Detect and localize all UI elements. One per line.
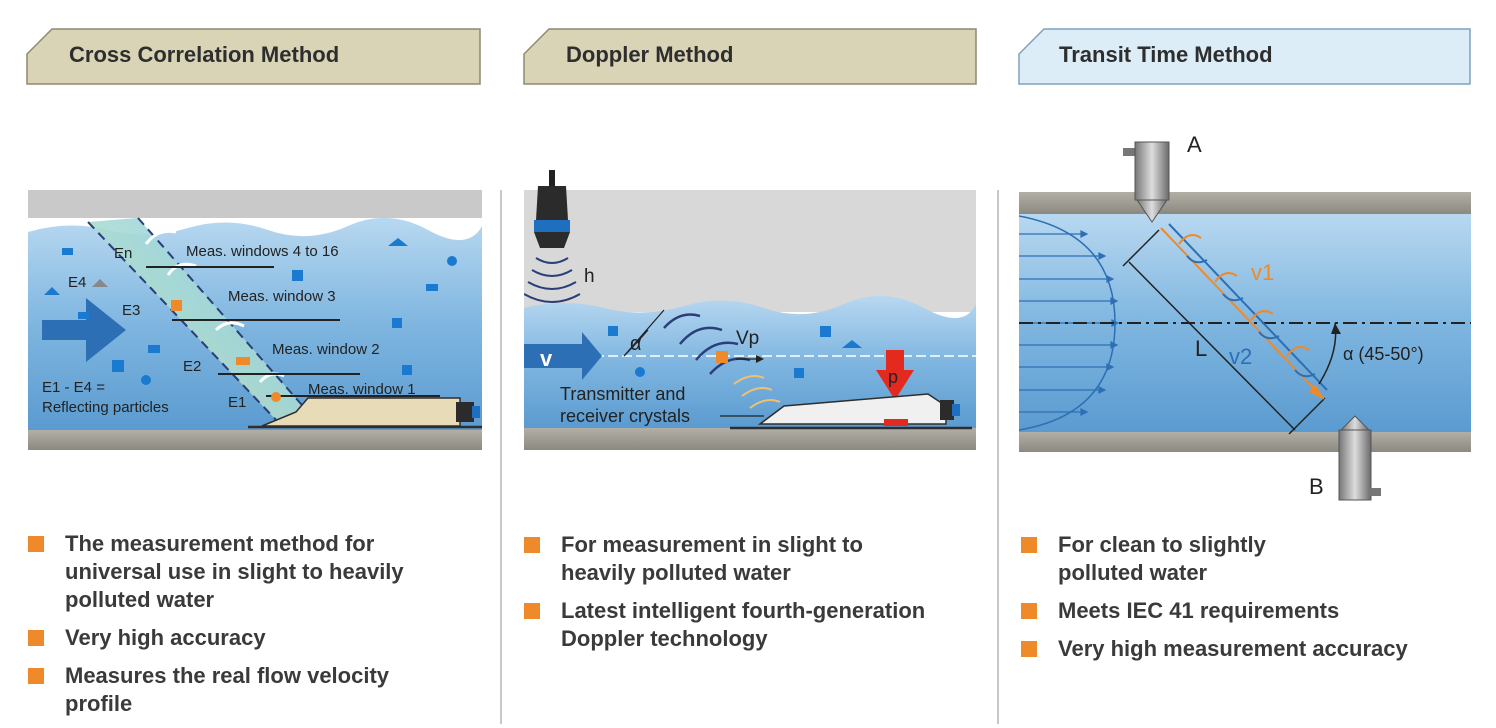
transit-time-column: Transit Time Method [999,0,1496,724]
bullet-square-icon [1021,641,1037,657]
label-e4: E4 [68,274,86,291]
label-a: A [1187,132,1202,157]
doppler-diagram: h v α Vp [523,160,976,461]
crystals-label-line-1: Transmitter and [560,384,685,404]
bullet-square-icon [1021,537,1037,553]
bullet-square-icon [28,668,44,684]
bullet-item: Meets IEC 41 requirements [1021,597,1486,625]
doppler-column: Doppler Method h v α [502,0,997,724]
label-b: B [1309,474,1324,499]
bullet-square-icon [28,630,44,646]
transit-time-diagram: A B L [1018,124,1471,513]
bullet-square-icon [1021,603,1037,619]
method-tab: Doppler Method [523,28,977,85]
label-angle: α (45-50°) [1343,344,1424,364]
legend-line-1: E1 - E4 = [42,379,105,396]
method-title: Doppler Method [566,42,734,67]
crystals-label-line-2: receiver crystals [560,406,690,426]
label-alpha: α [630,333,642,355]
bullet-square-icon [28,536,44,552]
label-window-3: Meas. window 3 [228,288,336,305]
cross-correlation-diagram: En E4 E3 E2 E1 Meas. windows 4 to 16 Mea… [28,120,482,460]
method-title: Cross Correlation Method [69,42,340,67]
label-vp: Vp [736,328,759,349]
cross-correlation-column: Cross Correlation Method [0,0,500,724]
column-separator [997,190,999,724]
method-tab: Cross Correlation Method [26,28,481,85]
bullet-item: Very high accuracy [28,624,488,652]
label-v1: v1 [1251,260,1274,285]
label-p: p [888,367,898,387]
label-e2: E2 [183,358,201,375]
label-windows-4-16: Meas. windows 4 to 16 [186,243,339,260]
label-l: L [1195,336,1207,361]
legend-line-2: Reflecting particles [42,399,169,416]
label-e3: E3 [122,302,140,319]
bullet-square-icon [524,537,540,553]
label-window-1: Meas. window 1 [308,381,416,398]
method-title: Transit Time Method [1059,42,1273,67]
label-v2: v2 [1229,344,1252,369]
label-v: v [540,346,553,371]
label-e1: E1 [228,394,246,411]
label-h: h [584,266,595,287]
method-tab: Transit Time Method [1018,28,1471,85]
bullet-square-icon [524,603,540,619]
bullet-item: Very high measurement accuracy [1021,635,1486,663]
label-window-2: Meas. window 2 [272,341,380,358]
label-en: En [114,245,132,262]
column-separator [500,190,502,724]
